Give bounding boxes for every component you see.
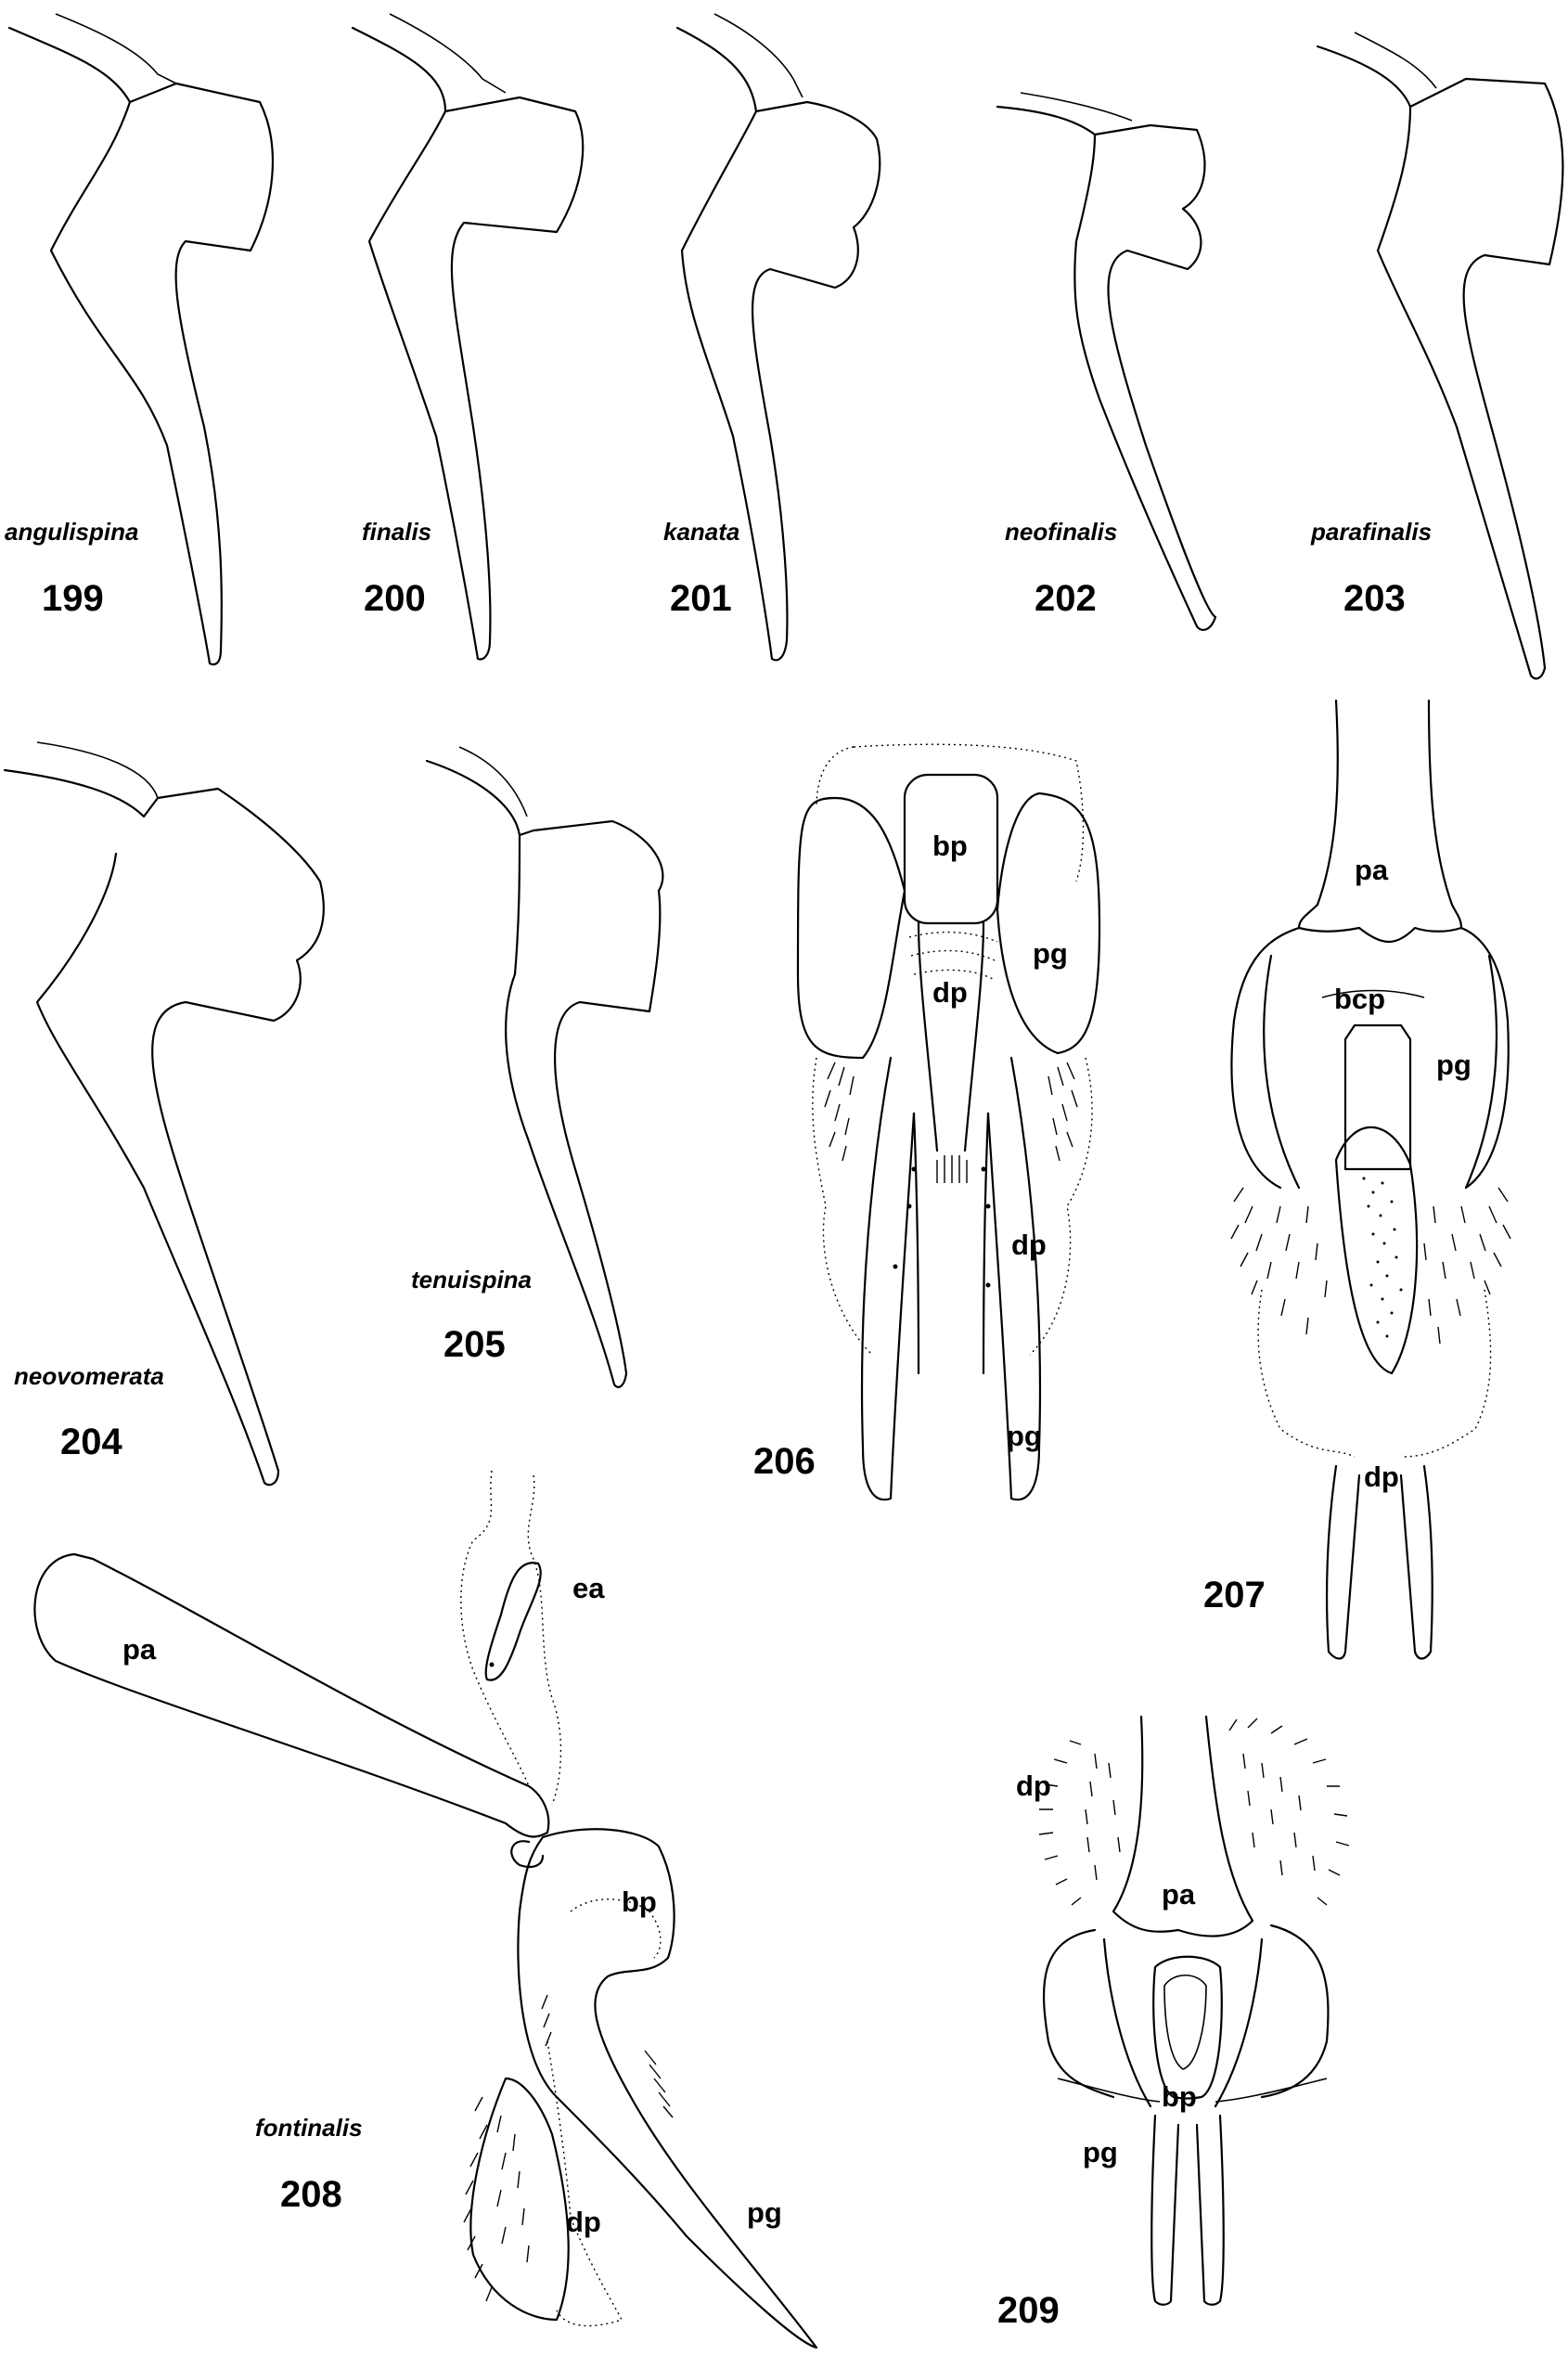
species-label-201: kanata: [663, 518, 739, 546]
label-208-dp: dp: [566, 2206, 601, 2238]
species-label-203: parafinalis: [1310, 518, 1432, 546]
label-206-bp: bp: [932, 830, 968, 862]
setae-209: [1038, 1718, 1350, 1906]
label-209-dp: dp: [1016, 1769, 1051, 1802]
label-207-bcp: bcp: [1334, 983, 1385, 1015]
fig-199-drawing: [7, 13, 275, 666]
figure-number-208: 208: [280, 2174, 342, 2215]
label-208-bp: bp: [622, 1885, 657, 1918]
label-209-pg: pg: [1083, 2136, 1118, 2168]
setae-207: [1230, 1187, 1511, 1345]
fig-207-drawing: [1230, 699, 1511, 1660]
label-208-pg: pg: [747, 2196, 782, 2229]
fig-202-drawing: [996, 92, 1217, 631]
figure-number-204: 204: [60, 1422, 122, 1462]
fig-206-drawing: [796, 743, 1101, 1501]
fig-208-drawing: [33, 1470, 818, 2349]
stippling-207: [1362, 1177, 1403, 1338]
label-207-pa: pa: [1355, 854, 1389, 886]
species-label-208: fontinalis: [255, 2114, 363, 2142]
label-207-pg: pg: [1436, 1049, 1472, 1081]
label-206-dp-upper: dp: [932, 976, 968, 1009]
figure-number-199: 199: [42, 578, 104, 619]
label-208-pa: pa: [122, 1633, 157, 1666]
species-label-205: tenuispina: [411, 1266, 532, 1293]
figure-number-202: 202: [1035, 578, 1097, 619]
fig-201-drawing: [675, 13, 881, 662]
setae-206: [824, 1062, 1078, 1288]
species-label-199: angulispina: [5, 518, 138, 546]
fig-209-drawing: [1038, 1715, 1350, 2306]
species-label-202: neofinalis: [1005, 518, 1117, 546]
fig-204-drawing: [3, 741, 325, 1486]
fig-203-drawing: [1316, 32, 1564, 680]
figure-number-203: 203: [1343, 578, 1406, 619]
figure-number-205: 205: [443, 1324, 506, 1365]
fig-205-drawing: [425, 746, 664, 1388]
species-label-200: finalis: [362, 518, 431, 546]
label-206-pg-upper: pg: [1033, 937, 1068, 970]
figure-number-209: 209: [997, 2290, 1060, 2331]
label-209-bp: bp: [1162, 2080, 1197, 2113]
setae-208: [463, 1994, 674, 2302]
figure-number-206: 206: [753, 1441, 816, 1482]
label-208-ea: ea: [572, 1572, 605, 1604]
figure-number-201: 201: [670, 578, 732, 619]
label-206-dp-lower: dp: [1011, 1229, 1047, 1261]
label-206-pg-lower: pg: [1007, 1420, 1042, 1452]
label-209-pa: pa: [1162, 1878, 1196, 1911]
figure-number-200: 200: [364, 578, 426, 619]
fig-200-drawing: [351, 13, 585, 661]
species-label-204: neovomerata: [14, 1362, 164, 1390]
figure-number-207: 207: [1203, 1575, 1266, 1615]
label-207-dp: dp: [1364, 1461, 1399, 1493]
